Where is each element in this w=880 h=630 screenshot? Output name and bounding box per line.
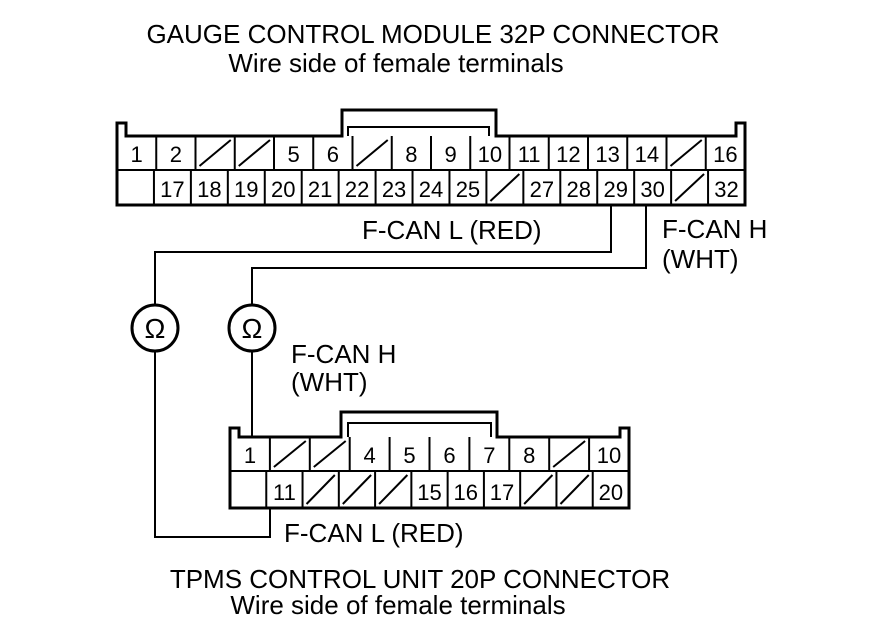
top-terminal-13: 13	[595, 142, 619, 167]
bottom-terminal-7: 7	[483, 443, 495, 468]
top-r1-blank-cavity	[355, 139, 389, 167]
top-r2-blank-cavity	[674, 173, 705, 202]
bottom-r1-blank-cavity	[273, 440, 307, 468]
top-terminal-27: 27	[530, 177, 554, 202]
top-terminal-29: 29	[603, 177, 627, 202]
bottom-terminal-6: 6	[443, 443, 455, 468]
top-terminal-11: 11	[518, 142, 541, 167]
top-terminal-28: 28	[567, 177, 591, 202]
bottom-connector-housing	[228, 410, 631, 510]
label-top-fcan-l: F-CAN L (RED)	[362, 215, 542, 245]
top-terminal-12: 12	[556, 142, 580, 167]
label-top-fcan-h-line2: (WHT)	[662, 244, 739, 274]
top-terminal-2: 2	[170, 142, 182, 167]
top-terminal-18: 18	[197, 177, 221, 202]
bottom-connector-lock	[347, 422, 492, 437]
top-connector-lock	[347, 126, 490, 136]
ohmmeter-left: Ω	[130, 303, 180, 353]
label-top-fcan-h-line1: F-CAN H	[662, 214, 767, 244]
top-terminal-10: 10	[478, 142, 502, 167]
top-terminal-8: 8	[405, 142, 417, 167]
label-mid-fcan-h-line2: (WHT)	[291, 367, 368, 397]
bottom-terminal-8: 8	[523, 443, 535, 468]
top-terminal-17: 17	[160, 177, 184, 202]
top-terminal-21: 21	[308, 177, 332, 202]
top-terminal-16: 16	[713, 142, 737, 167]
bottom-connector-subtitle: Wire side of female terminals	[230, 590, 565, 620]
bottom-r2-blank-cavity	[523, 474, 554, 505]
top-terminal-32: 32	[714, 177, 738, 202]
bottom-r1-blank-cavity	[552, 440, 586, 468]
bottom-r1-blank-cavity	[313, 440, 347, 468]
bottom-terminal-17: 17	[490, 480, 514, 505]
wire-fcan-l-bottom	[154, 351, 271, 538]
ohmmeter-right: Ω	[227, 303, 277, 353]
top-r1-blank-cavity	[198, 139, 232, 167]
ohmmeter-right-circle	[227, 303, 277, 353]
bottom-terminal-16: 16	[454, 480, 478, 505]
top-terminal-23: 23	[382, 177, 406, 202]
bottom-connector: 1 4 5 6 7 8 10 11 15 16 17 20	[228, 410, 631, 510]
top-terminal-5: 5	[288, 142, 300, 167]
bottom-r2-blank-cavity	[378, 474, 409, 505]
bottom-terminal-4: 4	[364, 443, 376, 468]
top-terminal-19: 19	[234, 177, 258, 202]
bottom-terminal-10: 10	[597, 443, 621, 468]
bottom-r2-blank-cavity	[342, 474, 372, 505]
bottom-r2-blank-cavity	[559, 474, 590, 505]
top-terminal-24: 24	[419, 177, 443, 202]
top-terminal-6: 6	[327, 142, 339, 167]
top-terminal-25: 25	[456, 177, 480, 202]
bottom-connector-cells: 1 4 5 6 7 8 10 11 15 16 17 20	[244, 437, 623, 508]
bottom-terminal-15: 15	[417, 480, 441, 505]
top-terminal-20: 20	[271, 177, 295, 202]
top-terminal-22: 22	[345, 177, 369, 202]
bottom-connector-title: TPMS CONTROL UNIT 20P CONNECTOR	[170, 564, 670, 594]
bottom-terminal-5: 5	[403, 443, 415, 468]
top-r1-blank-cavity	[669, 139, 703, 167]
wire-fcan-l-top	[154, 205, 612, 305]
top-terminal-30: 30	[640, 177, 664, 202]
top-terminal-1: 1	[131, 142, 143, 167]
label-bottom-fcan-l: F-CAN L (RED)	[284, 518, 464, 548]
top-connector-title: GAUGE CONTROL MODULE 32P CONNECTOR	[146, 19, 719, 49]
top-r1-blank-cavity	[238, 139, 271, 167]
bottom-r2-blank-cavity	[305, 474, 336, 505]
wire-fcan-h-top	[251, 205, 647, 305]
label-mid-fcan-h-line1: F-CAN H	[291, 339, 396, 369]
ohmmeter-left-circle	[130, 303, 180, 353]
top-terminal-14: 14	[635, 142, 659, 167]
top-terminal-9: 9	[445, 142, 457, 167]
top-connector-subtitle: Wire side of female terminals	[228, 48, 563, 78]
top-connector-housing	[115, 108, 747, 207]
ohm-symbol-left: Ω	[145, 313, 166, 344]
bottom-terminal-20: 20	[599, 480, 623, 505]
bottom-terminal-1: 1	[244, 443, 256, 468]
top-r2-blank-cavity	[489, 173, 521, 202]
bottom-terminal-11: 11	[273, 480, 296, 505]
ohm-symbol-right: Ω	[242, 313, 263, 344]
